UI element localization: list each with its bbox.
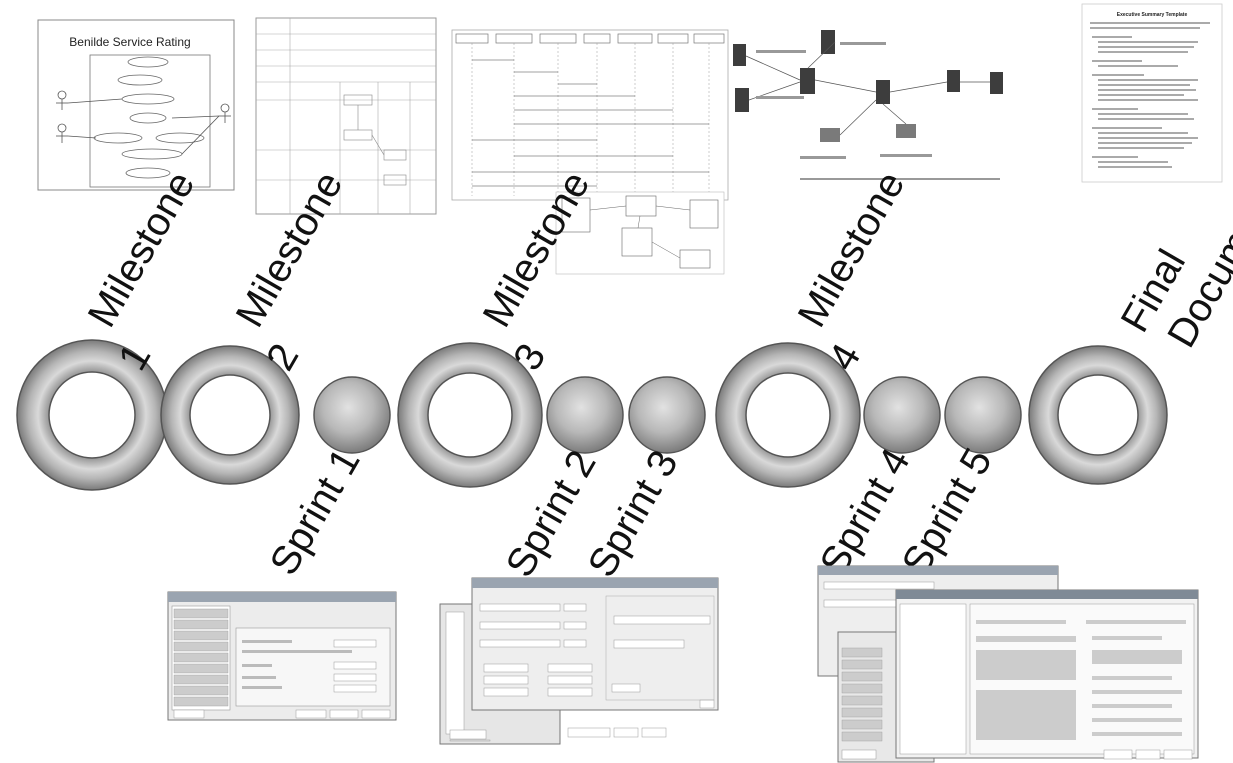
milestone-3-ring: [397, 342, 543, 488]
milestone-4-line1: Milestone: [790, 164, 914, 334]
class-diagram-thumbnail: [555, 191, 725, 275]
sprint-1-window-thumbnail: [167, 591, 397, 721]
network-diagram-thumbnail: [733, 30, 1003, 180]
usecase-title: Benilde Service Rating: [69, 35, 190, 49]
final-document-label: Final Document: [1113, 151, 1233, 364]
sprint-4-5-window-thumbnail: [817, 565, 1199, 763]
sprint-1-disc: [313, 376, 391, 454]
sprint-5-disc: [944, 376, 1022, 454]
usecase-spec-thumbnail: [255, 17, 437, 215]
usecase-diagram-thumbnail: Benilde Service Rating: [37, 19, 235, 191]
executive-summary-thumbnail: Executive Summary Template: [1081, 3, 1223, 183]
milestone-1-ring: [16, 339, 168, 491]
sprint-4-disc: [863, 376, 941, 454]
sprint-2-3-window-thumbnail: [439, 577, 719, 745]
milestone-4-label: Milestone 4: [779, 155, 961, 378]
final-document-ring: [1028, 345, 1168, 485]
sprint-2-disc: [546, 376, 624, 454]
milestone-4-ring: [715, 342, 861, 488]
milestone-2-ring: [160, 345, 300, 485]
sprint-3-disc: [628, 376, 706, 454]
exec-summary-title: Executive Summary Template: [1117, 12, 1188, 18]
sequence-diagram-thumbnail: [451, 29, 729, 201]
